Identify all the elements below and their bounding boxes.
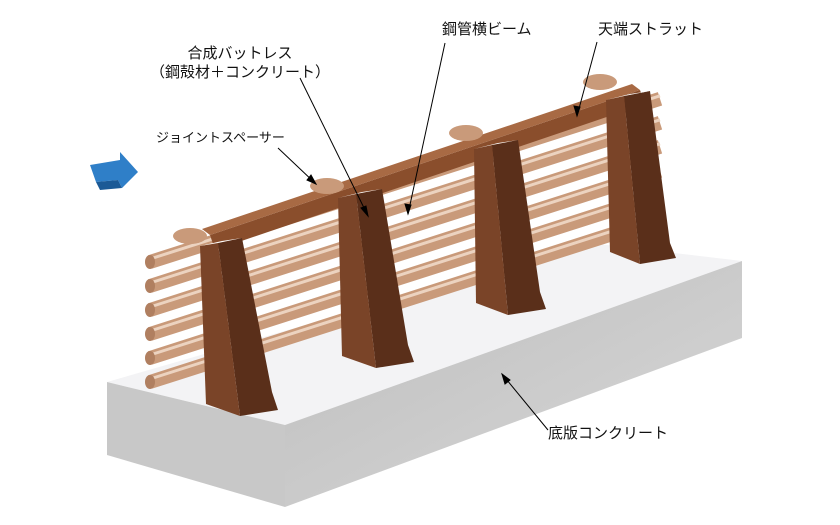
- top-strut-bar: [210, 90, 645, 250]
- composite-buttresses: [200, 91, 676, 416]
- steel-pipe-end: [145, 327, 155, 341]
- label-base-slab: 底版コンクリート: [548, 424, 669, 442]
- buttress-1: [200, 238, 278, 416]
- steel-pipe-end: [145, 255, 155, 269]
- top-strut: [202, 84, 645, 250]
- joint-spacer: [310, 178, 344, 194]
- steel-pipe-end: [145, 375, 155, 389]
- joint-spacer: [449, 125, 483, 141]
- base-slab-right: [285, 261, 742, 507]
- leader-line-beam: [407, 42, 446, 215]
- label-top-strut: 天端ストラット: [598, 20, 704, 38]
- label-joint-spacer: ジョイントスペーサー: [156, 131, 285, 146]
- joint-spacer: [173, 228, 207, 244]
- steel-pipe-end: [145, 303, 155, 317]
- label-steel-beam: 鋼管横ビーム: [442, 20, 532, 38]
- leader-line-strut: [576, 41, 598, 117]
- joint-spacers: [173, 74, 617, 244]
- steel-pipe-end: [145, 279, 155, 293]
- joint-spacer: [583, 74, 617, 90]
- label-buttress: 合成バットレス （鋼殻材＋コンクリート）: [150, 44, 330, 82]
- top-strut-top: [202, 84, 640, 235]
- flow-arrow-icon: [90, 152, 138, 190]
- label-buttress-line1: 合成バットレス: [187, 44, 293, 62]
- base-slab-front: [107, 382, 285, 507]
- leader-line-buttress: [299, 77, 369, 217]
- buttress-2: [338, 189, 414, 368]
- steel-pipe-end: [145, 351, 155, 365]
- leader-lines: [277, 41, 598, 431]
- leader-line-slab: [501, 373, 549, 431]
- buttress-3: [474, 140, 546, 315]
- buttress-4: [606, 91, 676, 264]
- label-buttress-line2: （鋼殻材＋コンクリート）: [150, 62, 331, 81]
